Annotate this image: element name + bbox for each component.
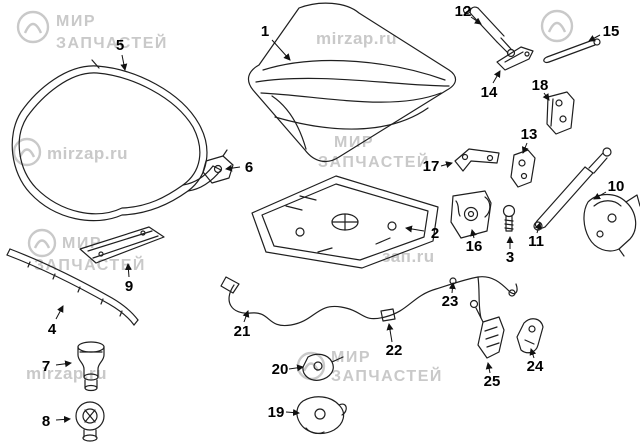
watermark-brand: ЗАПЧАСТЕЙ — [56, 33, 168, 52]
part-drawing-corner-bracket — [79, 226, 165, 264]
watermark-brand: ЗАПЧАСТЕЙ — [318, 152, 430, 171]
part-drawing-hinge-plate — [546, 91, 575, 135]
part-drawing-lock — [296, 396, 347, 435]
brand-logo-icon — [540, 9, 574, 43]
part-drawing-hood-seal — [11, 59, 222, 222]
part-label-1[interactable]: 1 — [261, 23, 269, 40]
part-label-3[interactable]: 3 — [506, 249, 514, 266]
part-label-6[interactable]: 6 — [245, 159, 253, 176]
part-label-5[interactable]: 5 — [116, 37, 124, 54]
watermark-site: mirzap.ru — [47, 144, 128, 163]
part-label-17[interactable]: 17 — [423, 158, 440, 175]
part-label-24[interactable]: 24 — [527, 358, 544, 375]
part-drawing-bump-stop — [77, 341, 105, 392]
part-drawing-support-rod — [543, 38, 601, 64]
watermark-brand: ЗАПЧАСТЕЙ — [331, 366, 443, 385]
part-drawing-hood-latch — [450, 190, 492, 239]
brand-logo-icon — [27, 228, 57, 258]
part-drawing-grommet — [75, 401, 105, 442]
part-label-18[interactable]: 18 — [532, 77, 549, 94]
part-drawing-release-cable — [220, 276, 518, 327]
part-label-16[interactable]: 16 — [466, 238, 483, 255]
part-label-15[interactable]: 15 — [603, 23, 620, 40]
part-drawing-safety-catch — [302, 353, 344, 381]
part-label-8[interactable]: 8 — [42, 413, 50, 430]
part-drawing-front-strip — [6, 248, 139, 326]
part-drawing-release-lever — [516, 318, 544, 354]
part-drawing-hood — [247, 2, 457, 163]
part-label-13[interactable]: 13 — [521, 126, 538, 143]
part-label-11[interactable]: 11 — [528, 233, 544, 250]
part-label-21[interactable]: 21 — [234, 323, 251, 340]
part-label-22[interactable]: 22 — [386, 342, 403, 359]
part-drawing-right-hinge — [583, 193, 640, 257]
part-drawing-bolt — [502, 204, 516, 232]
watermark-brand: МИР — [331, 349, 371, 366]
part-label-23[interactable]: 23 — [442, 293, 459, 310]
part-drawing-gas-strut-upper — [462, 5, 516, 58]
watermark-layer: МИР ЗАПЧАСТЕЙ mirzap.ru mirzap.ru МИР ЗА… — [12, 9, 574, 385]
part-label-19[interactable]: 19 — [268, 404, 285, 421]
part-label-25[interactable]: 25 — [484, 373, 501, 390]
part-label-10[interactable]: 10 — [608, 178, 625, 195]
brand-logo-icon — [296, 351, 326, 381]
part-drawing-striker-bracket — [454, 148, 500, 172]
part-label-20[interactable]: 20 — [272, 361, 289, 378]
part-label-9[interactable]: 9 — [125, 278, 133, 295]
watermark-site-partial: зап.ru — [382, 247, 435, 266]
part-drawing-small-bracket — [510, 149, 536, 188]
part-label-4[interactable]: 4 — [48, 321, 57, 338]
brand-logo-icon — [16, 10, 50, 44]
part-label-7[interactable]: 7 — [42, 358, 50, 375]
part-label-14[interactable]: 14 — [481, 84, 498, 101]
part-label-12[interactable]: 12 — [455, 3, 472, 20]
callout-arrows — [55, 16, 607, 423]
watermark-site: mirzap.ru — [26, 364, 107, 383]
part-drawing-gas-strut-right — [533, 147, 612, 231]
brand-logo-icon — [12, 137, 42, 167]
watermark-brand: МИР — [334, 134, 374, 151]
watermark-brand: ЗАПЧАСТЕЙ — [34, 255, 146, 274]
part-drawing-release-handle — [469, 299, 505, 359]
part-labels: 1 2 3 4 5 6 7 8 9 10 11 12 13 14 15 16 1… — [42, 3, 625, 430]
part-drawing-hinge-bracket — [202, 149, 234, 184]
part-drawing-bracket-plate — [496, 46, 534, 71]
part-drawing-insulator-pad — [251, 175, 439, 269]
watermark-brand: МИР — [56, 13, 96, 30]
watermark-brand: МИР — [62, 235, 102, 252]
watermark-site: mirzap.ru — [316, 29, 397, 48]
part-label-2[interactable]: 2 — [431, 225, 439, 242]
